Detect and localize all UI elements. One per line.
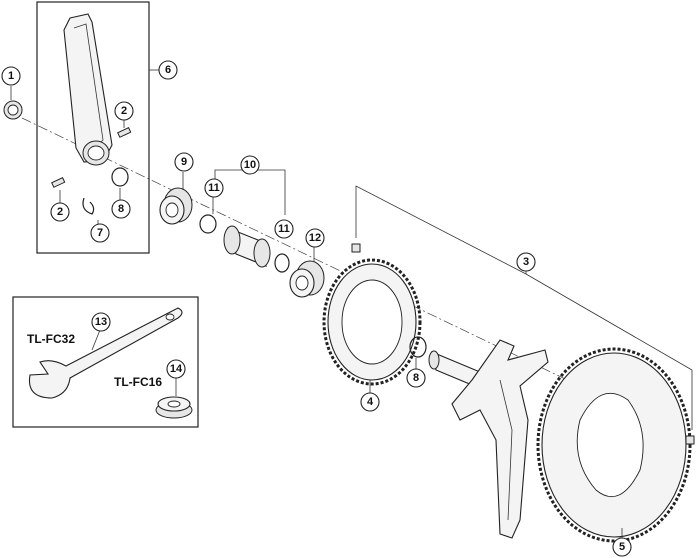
callout-2-lower: 2	[50, 202, 70, 222]
right-bb-adapter	[289, 260, 325, 298]
svg-text:10: 10	[244, 159, 256, 171]
left-crank-group-box	[36, 1, 150, 254]
o-ring-right	[409, 336, 427, 358]
callout-2-upper: 2	[114, 101, 134, 121]
pinch-bolt-lower	[51, 176, 66, 188]
leader-13	[91, 329, 101, 351]
callout-4: 4	[360, 392, 380, 412]
svg-text:6: 6	[165, 64, 171, 76]
svg-text:7: 7	[97, 227, 103, 239]
svg-text:8: 8	[118, 203, 124, 215]
inner-chainring	[322, 258, 422, 386]
svg-text:5: 5	[619, 541, 625, 553]
callout-6: 6	[158, 60, 178, 80]
callout-10: 10	[240, 155, 260, 175]
crank-cap-part	[3, 100, 23, 120]
callout-13: 13	[91, 312, 111, 332]
callout-7: 7	[90, 223, 110, 243]
spacer-left	[199, 214, 217, 234]
callout-11-left: 11	[204, 178, 224, 198]
callout-8-right: 8	[406, 368, 426, 388]
wrench-tool	[28, 307, 183, 399]
svg-text:11: 11	[278, 223, 290, 235]
callout-1: 1	[1, 66, 21, 86]
callout-14: 14	[166, 359, 186, 379]
stopper-plate	[82, 197, 95, 215]
svg-text:13: 13	[95, 316, 107, 328]
svg-text:12: 12	[309, 232, 321, 244]
spacer-right	[274, 253, 290, 273]
cap-tool-label: TL-FC16	[114, 375, 162, 389]
leader-10-bracket	[214, 169, 286, 215]
svg-text:1: 1	[8, 70, 14, 82]
svg-text:8: 8	[413, 372, 419, 384]
cap-tool	[155, 396, 193, 419]
chainring-bolt-inner	[351, 243, 361, 253]
callout-11-right: 11	[274, 219, 294, 239]
tool-box	[12, 296, 199, 428]
svg-text:14: 14	[170, 363, 183, 375]
right-crank-arm	[428, 339, 549, 539]
outer-chainring	[536, 347, 692, 543]
callout-9: 9	[174, 152, 194, 172]
callout-12: 12	[305, 228, 325, 248]
chainring-bolt-outer	[685, 435, 695, 445]
callout-5: 5	[612, 537, 632, 557]
pinch-bolt-upper	[117, 126, 132, 138]
left-bb-adapter	[159, 187, 193, 225]
svg-text:2: 2	[57, 206, 63, 218]
svg-text:4: 4	[367, 396, 374, 408]
svg-text:11: 11	[208, 182, 220, 194]
svg-text:9: 9	[181, 156, 187, 168]
inner-cover	[223, 225, 271, 268]
o-ring-left	[111, 167, 129, 187]
callout-3: 3	[516, 252, 536, 272]
svg-text:2: 2	[121, 105, 127, 117]
callout-8-left: 8	[111, 199, 131, 219]
left-crank-arm	[63, 13, 113, 166]
svg-text:3: 3	[523, 256, 529, 268]
wrench-label: TL-FC32	[27, 332, 75, 346]
